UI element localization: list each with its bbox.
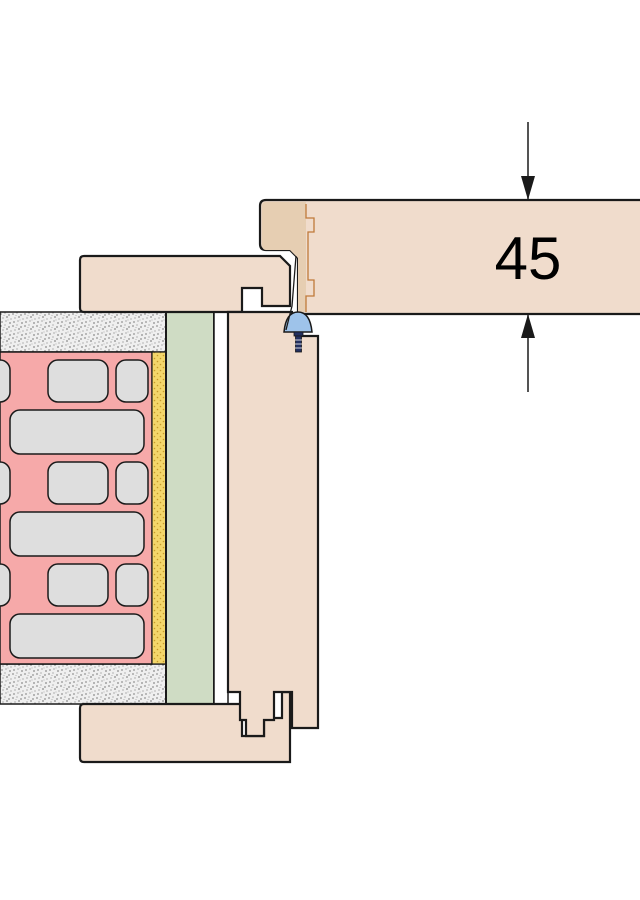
screw-head — [293, 331, 304, 337]
seal-clip-line — [285, 255, 297, 331]
door-leaf-edge-lipping — [262, 202, 306, 312]
brick-block — [9, 409, 145, 455]
plaster-top — [0, 311, 167, 353]
brick-block — [0, 359, 11, 403]
brick-block — [0, 563, 11, 607]
brick-block — [0, 461, 11, 505]
brick-block — [115, 563, 149, 607]
seal-gasket — [283, 311, 313, 333]
panel-gap — [213, 311, 229, 705]
brick-block — [9, 613, 145, 659]
wall-plaster — [0, 311, 167, 705]
brick-wall — [0, 351, 153, 665]
thickness-dimension: 45 — [495, 122, 562, 392]
brick-block — [47, 359, 109, 403]
dimension-label: 45 — [495, 225, 562, 292]
dimension-arrow-lower — [521, 314, 535, 338]
brick-block — [47, 563, 109, 607]
brick-block — [9, 511, 145, 557]
bottom-casing-trim — [78, 690, 292, 764]
top-casing-trim — [78, 254, 292, 314]
brick-block — [47, 461, 109, 505]
brick-block — [115, 359, 149, 403]
insulation-strip — [151, 351, 167, 665]
door-jamb — [226, 310, 320, 738]
plaster-bottom — [0, 663, 167, 705]
brick-block — [115, 461, 149, 505]
door-leaf — [258, 198, 640, 316]
brick-blocks — [0, 359, 149, 659]
door-seal-assembly — [283, 255, 313, 353]
wall-board-panel — [165, 311, 215, 705]
dimension-arrow-upper — [521, 176, 535, 200]
lipping-tongue-joint — [305, 204, 315, 312]
